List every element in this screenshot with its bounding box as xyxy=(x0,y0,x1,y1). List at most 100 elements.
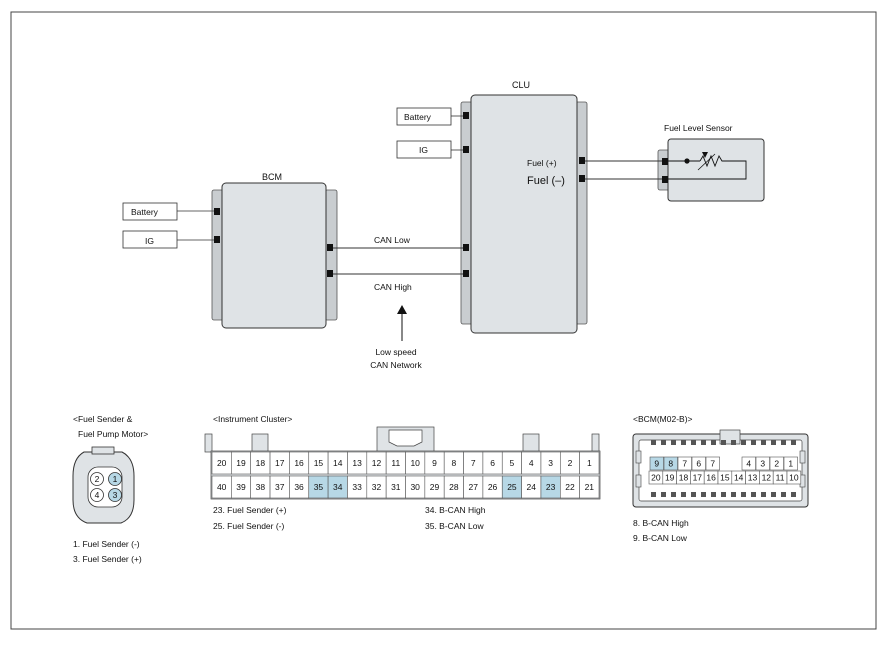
cluster-pin-33: 33 xyxy=(352,482,362,492)
cluster-note-35: 35. B-CAN Low xyxy=(425,521,484,531)
fuel-level-sensor: Fuel Level Sensor xyxy=(585,123,765,202)
cluster-pin-16: 16 xyxy=(294,458,304,468)
bcm-bottom-tooth xyxy=(701,492,706,497)
bcm-bottom-tooth xyxy=(671,492,676,497)
network-note-line1: Low speed xyxy=(375,347,416,357)
can-high-label: CAN High xyxy=(374,282,412,292)
bcm-ig-box: IG xyxy=(122,230,214,249)
sensor-resistor-icon xyxy=(668,154,747,180)
bcm-top-tooth xyxy=(651,440,656,445)
clu-battery-label: Battery xyxy=(404,112,432,122)
cluster-pin-1-cell xyxy=(579,451,600,475)
bcm-pin-10-cell xyxy=(786,470,802,485)
bcm-pin-top-8-cell xyxy=(783,456,798,471)
cluster-note-34: 34. B-CAN High xyxy=(425,505,486,515)
bcm-top-tooth xyxy=(751,440,756,445)
clu-title: CLU xyxy=(512,80,530,90)
network-note-line2: CAN Network xyxy=(370,360,422,370)
bcm-top-tooth xyxy=(711,440,716,445)
cluster-pin-6: 6 xyxy=(490,458,495,468)
bcm-bottom-tooth xyxy=(721,492,726,497)
cluster-pin-12: 12 xyxy=(372,458,382,468)
bcm-pin-top-6: 3 xyxy=(760,459,765,469)
bcm-pin-top-1-cell xyxy=(663,456,678,471)
bcm-bottom-tooth xyxy=(651,492,656,497)
cluster-pin-26: 26 xyxy=(488,482,498,492)
cluster-pin-23: 23 xyxy=(546,482,556,492)
bcm-pin-top-2: 7 xyxy=(682,459,687,469)
cluster-pin-7: 7 xyxy=(471,458,476,468)
fuel-sender-connector: <Fuel Sender & Fuel Pump Motor> 1 2 3 4 … xyxy=(72,414,148,564)
bcm-bottom-tooth xyxy=(791,492,796,497)
bcm-pin-19: 19 xyxy=(665,473,675,483)
clu-battery-box: Battery xyxy=(396,107,463,126)
cluster-pin-31: 31 xyxy=(391,482,401,492)
bcm-bottom-tooth xyxy=(781,492,786,497)
cluster-pin-21: 21 xyxy=(585,482,595,492)
bcm-pin-13: 13 xyxy=(748,473,758,483)
bcm-bottom-tooth xyxy=(711,492,716,497)
cluster-pin-24: 24 xyxy=(527,482,537,492)
cluster-pin-22: 22 xyxy=(565,482,575,492)
cluster-pin-2: 2 xyxy=(568,458,573,468)
cluster-pin-39: 39 xyxy=(236,482,246,492)
fuel-sender-pin-1: 1 xyxy=(113,474,118,484)
bcm-top-tooth xyxy=(791,440,796,445)
bcm-pin-12: 12 xyxy=(762,473,772,483)
bcm-pin-18: 18 xyxy=(679,473,689,483)
bcm-top-tooth xyxy=(781,440,786,445)
bcm-pin-17: 17 xyxy=(693,473,703,483)
cluster-pin-15: 15 xyxy=(314,458,324,468)
cluster-pin-27: 27 xyxy=(468,482,478,492)
fuel-sender-pin-2: 2 xyxy=(95,474,100,484)
cluster-pin-3: 3 xyxy=(548,458,553,468)
page-border xyxy=(10,11,877,630)
bcm-pin-15: 15 xyxy=(720,473,730,483)
fuel-sender-pin-4: 4 xyxy=(95,490,100,500)
cluster-pin-10: 10 xyxy=(410,458,420,468)
clu-module: CLU Fuel (+) Fuel (–) xyxy=(460,80,588,334)
bcm-top-tooth xyxy=(771,440,776,445)
cluster-title: <Instrument Cluster> xyxy=(213,414,292,424)
bcm-top-tooth xyxy=(731,440,736,445)
cluster-pin-20: 20 xyxy=(217,458,227,468)
bcm-bottom-tooth xyxy=(741,492,746,497)
bcm-connector-title: <BCM(M02-B)> xyxy=(633,414,693,424)
cluster-pin-8: 8 xyxy=(452,458,457,468)
cluster-pin-38: 38 xyxy=(256,482,266,492)
bcm-bottom-tooth xyxy=(661,492,666,497)
clu-ig-box: IG xyxy=(396,140,463,159)
fuel-sender-note-2: 3. Fuel Sender (+) xyxy=(73,554,142,564)
network-arrow-icon xyxy=(397,305,407,314)
bcm-top-tooth xyxy=(701,440,706,445)
bcm-pin-top-0: 9 xyxy=(654,459,659,469)
can-low-label: CAN Low xyxy=(374,235,411,245)
bcm-pin-top-1: 8 xyxy=(668,459,673,469)
cluster-pin-34: 34 xyxy=(333,482,343,492)
bcm-top-tooth xyxy=(741,440,746,445)
bcm-bottom-tooth xyxy=(681,492,686,497)
cluster-pin-11: 11 xyxy=(391,458,400,468)
clu-fuel-pos-label: Fuel (+) xyxy=(527,158,557,168)
bcm-top-tooth xyxy=(681,440,686,445)
fuel-sender-title-1: <Fuel Sender & xyxy=(73,414,133,424)
cluster-pin-14: 14 xyxy=(333,458,343,468)
can-bus: CAN Low CAN High Low speed CAN Network xyxy=(333,235,463,370)
cluster-note-23: 23. Fuel Sender (+) xyxy=(213,505,287,515)
cluster-pin-36: 36 xyxy=(294,482,304,492)
bcm-top-tooth xyxy=(661,440,666,445)
cluster-pin-37: 37 xyxy=(275,482,285,492)
bcm-top-tooth xyxy=(761,440,766,445)
bcm-pin-10: 10 xyxy=(789,473,799,483)
bcm-connector-teeth xyxy=(651,440,796,497)
bcm-top-tooth xyxy=(691,440,696,445)
bcm-pin-top-7-cell xyxy=(769,456,784,471)
bcm-pin-top-3-cell xyxy=(691,456,706,471)
bcm-pin-top-4: 7 xyxy=(710,459,715,469)
bcm-pin-top-0-cell xyxy=(649,456,664,471)
cluster-pin-29: 29 xyxy=(430,482,440,492)
